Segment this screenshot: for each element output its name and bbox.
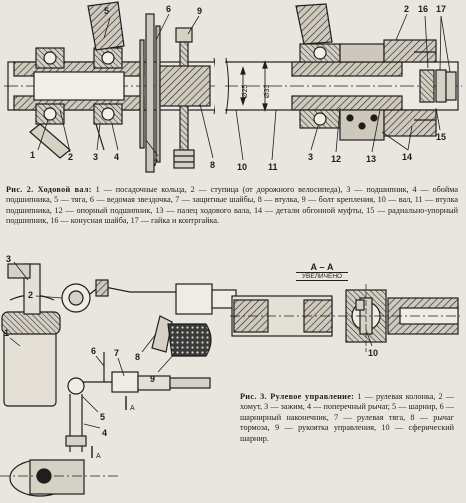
fig2-label-4: 4 <box>114 152 119 162</box>
fig2-label-9: 9 <box>197 6 202 16</box>
figure2-caption: Рис. 2. Ходовой вал: 1 — посадочные коль… <box>6 185 458 227</box>
fig3-label-9: 9 <box>150 374 155 384</box>
fig2-label-17: 17 <box>436 4 446 14</box>
fig3-label-7: 7 <box>114 348 119 358</box>
fig2-label-2: 2 <box>68 152 73 162</box>
figure3-caption-title: Рис. 3. Рулевое управление: <box>240 392 355 401</box>
figure2-leaders <box>37 13 451 161</box>
figure2-caption-title: Рис. 2. Ходовой вал: <box>6 185 92 194</box>
fig2-label-1: 1 <box>30 150 35 160</box>
fig2-label-3b: 3 <box>308 152 313 162</box>
section-heading: А – А УВЕЛИЧЕНО <box>296 262 348 281</box>
fig2-label-15: 15 <box>436 132 446 142</box>
section-mark-a-2: A <box>96 453 101 460</box>
fig2-label-6: 6 <box>166 4 171 14</box>
fig2-label-3: 3 <box>93 152 98 162</box>
figure2-drawing <box>4 1 462 173</box>
fig3-label-6: 6 <box>91 346 96 356</box>
fig2-label-12: 12 <box>331 154 341 164</box>
fig3-label-8: 8 <box>135 352 140 362</box>
fig2-label-7: 7 <box>153 158 158 168</box>
section-title: А – А <box>296 262 348 273</box>
figure3-caption: Рис. 3. Рулевое управление: 1 — рулевая … <box>240 392 454 444</box>
figure3-caption-body: 1 — рулевая колонка, 2 — хомут, 3 — зажи… <box>240 392 454 443</box>
fig2-label-2b: 2 <box>404 4 409 14</box>
fig2-label-16: 16 <box>418 4 428 14</box>
dim-33: Ø33 <box>264 85 271 98</box>
fig3-label-5: 5 <box>100 412 105 422</box>
fig2-label-10: 10 <box>237 162 247 172</box>
fig3-label-3: 3 <box>6 254 11 264</box>
figure3-drawing <box>0 263 460 497</box>
fig2-label-14: 14 <box>402 152 412 162</box>
dim-25: Ø25 <box>242 85 249 98</box>
section-mark-a-1: A <box>130 405 135 412</box>
fig3-label-2: 2 <box>28 290 33 300</box>
figure3-leaders <box>9 261 373 429</box>
fig3-label-1: 1 <box>4 328 9 338</box>
figure3-labels: 3 2 1 8 9 6 7 5 4 A A 10 <box>4 254 378 460</box>
figure2-labels: 1 2 3 4 5 6 7 8 9 10 11 3 12 13 14 15 2 … <box>30 4 446 172</box>
fig3-label-4: 4 <box>102 428 107 438</box>
figure2-caption-body: 1 — посадочные кольца, 2 — ступица (от д… <box>6 185 458 226</box>
section-subtitle: УВЕЛИЧЕНО <box>296 273 348 281</box>
fig2-label-13: 13 <box>366 154 376 164</box>
fig3-label-10: 10 <box>368 348 378 358</box>
fig2-label-11: 11 <box>268 162 278 172</box>
fig2-label-5: 5 <box>104 6 109 16</box>
fig2-label-8: 8 <box>210 160 215 170</box>
